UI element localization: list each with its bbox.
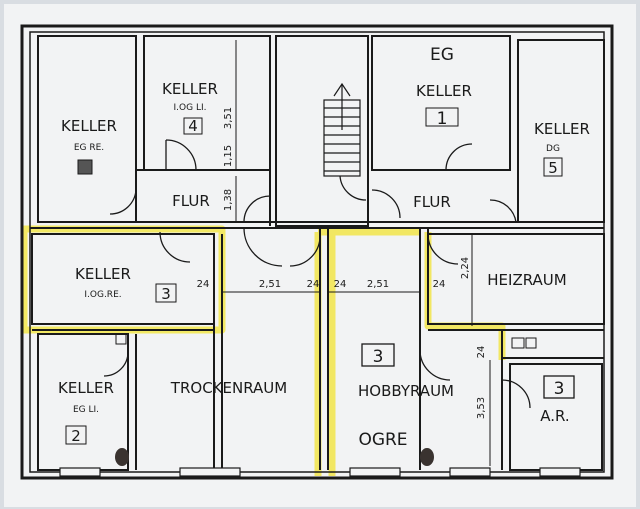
dimension-labels: 3,51 1,15 1,38 2,51 24 24 24 2,51 24 2,2… [197,107,487,419]
handwritten-annotation: OGRE [358,430,407,450]
wall-heizraum [427,233,605,325]
room-title: HOBBYRAUM [358,382,454,400]
room-subtitle: EG RE. [74,143,104,153]
dimension-label: 24 [433,279,446,290]
room-keller-1og-li: KELLER I.OG LI. 4 [162,80,218,135]
dimension-label: 3,51 [223,107,234,129]
room-title: FLUR [172,192,210,210]
room-number: 4 [188,117,198,135]
room-flur-left: FLUR [172,192,210,210]
room-title: KELLER [534,120,590,138]
room-keller-1og-re: KELLER I.OG.RE. 3 [75,265,177,303]
room-number: 1 [437,109,448,129]
room-keller-eg: EG KELLER 1 [416,45,472,129]
dimension-lines [222,40,491,466]
room-number: 2 [71,427,81,445]
room-number: 3 [554,379,565,399]
wall-staircase [275,35,369,227]
interior-walls [30,35,605,471]
room-title: KELLER [61,117,117,135]
dimension-label: 1,15 [223,145,234,167]
room-title: KELLER [58,379,114,397]
dimension-label: 3,53 [476,397,487,419]
room-subtitle: I.OG LI. [174,103,207,113]
floor-drain-icon [115,448,434,466]
room-title: HEIZRAUM [487,271,566,289]
room-keller-dg: KELLER DG 5 [534,120,590,177]
dimension-label: 24 [476,346,487,359]
bottom-windows [59,467,581,477]
room-subtitle: EG LI. [73,405,99,415]
dimension-label: 24 [197,279,210,290]
room-subtitle: DG [546,144,560,154]
room-title: A.R. [540,407,569,425]
room-number: 5 [548,159,558,177]
room-number: 3 [161,285,171,303]
dimension-label: 24 [307,279,320,290]
room-trockenraum: TROCKENRAUM [170,379,287,397]
dimension-label: 2,24 [460,257,471,279]
dimension-label: 2,51 [259,279,281,290]
room-title: KELLER [162,80,218,98]
room-title: TROCKENRAUM [170,379,287,397]
dimension-label: 1,38 [223,189,234,211]
door-swings [103,139,531,409]
room-heizraum: HEIZRAUM [487,271,566,289]
meter-box-icon [77,159,537,349]
dimension-label: 2,51 [367,279,389,290]
room-keller-eg-re: KELLER EG RE. [61,117,117,153]
room-title: KELLER [416,82,472,100]
dimension-label: 24 [334,279,347,290]
room-flur-right: FLUR [413,193,451,211]
room-title: FLUR [413,193,451,211]
room-number: 3 [373,347,384,367]
floor-heading: EG [430,45,454,65]
room-ar: 3 A.R. [540,375,575,425]
wall-keller-eg-re [37,35,137,223]
room-subtitle: I.OG.RE. [84,290,121,300]
room-title: KELLER [75,265,131,283]
room-hobbyraum: 3 HOBBYRAUM [358,343,454,400]
staircase [323,82,361,177]
room-keller-eg-li: KELLER EG LI. 2 [58,379,114,445]
